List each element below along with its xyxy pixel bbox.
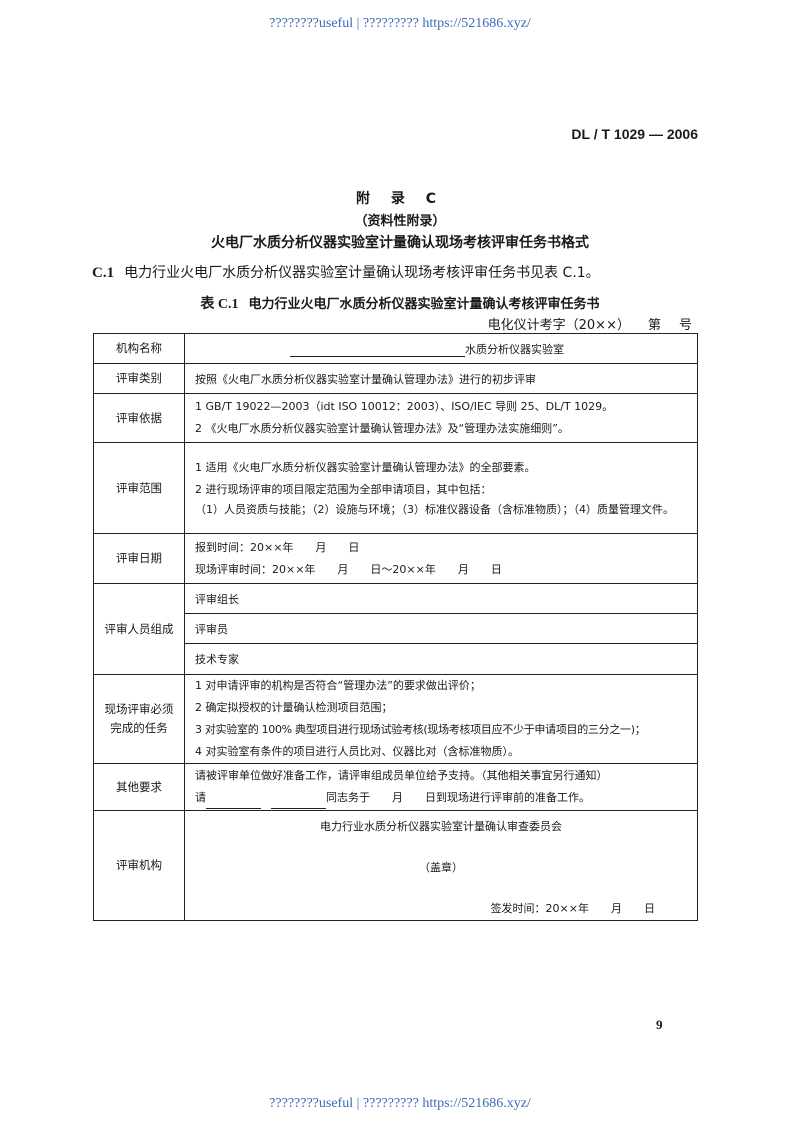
table-caption: 表 C.1 电力行业火电厂水质分析仪器实验室计量确认考核评审任务书: [0, 293, 800, 313]
clause-text: 电力行业火电厂水质分析仪器实验室计量确认现场考核评审任务书见表 C.1。: [124, 265, 600, 281]
row-label: 评审日期: [93, 533, 185, 584]
seal-placeholder: （盖章）: [419, 860, 463, 874]
reviewer-cell: 评审员: [184, 613, 698, 644]
standard-code: DL / T 1029 — 2006: [571, 126, 698, 142]
list-item: 3 对实验室的 100% 典型项目进行现场试验考核(现场考核项目应不少于申请项目…: [195, 723, 646, 736]
row-label: 评审类别: [93, 363, 185, 394]
line2-middle: 同志务于 月 日到现场进行评审前的准备工作。: [326, 791, 590, 804]
table-row-review-team: 评审人员组成 评审组长: [93, 583, 698, 675]
other-requirements-line-1: 请被评审单位做好准备工作，请评审组成员单位给予支持。（其他相关事宜另行通知）: [195, 769, 608, 782]
clause-number: C.1: [92, 265, 115, 281]
watermark-top: ????????useful | ????????? https://52168…: [269, 16, 531, 31]
institution-name-blank: [290, 342, 465, 357]
list-item: 1 适用《火电厂水质分析仪器实验室计量确认管理办法》的全部要素。: [195, 461, 536, 474]
table-row-institution-name: 机构名称 水质分析仪器实验室: [93, 333, 698, 364]
tech-expert-cell: 技术专家: [184, 643, 698, 675]
table-caption-number: 表 C.1: [200, 297, 239, 312]
doc-number-hao: 号: [678, 318, 692, 333]
list-item: 2 确定拟授权的计量确认检测项目范围；: [195, 701, 393, 714]
clause-c1: C.1 电力行业火电厂水质分析仪器实验室计量确认现场考核评审任务书见表 C.1。: [92, 262, 600, 282]
table-row-other-requirements: 其他要求 请被评审单位做好准备工作，请评审组成员单位给予支持。（其他相关事宜另行…: [93, 763, 698, 811]
list-item: （1）人员资质与技能；（2）设施与环境；（3）标准仪器设备（含标准物质）；（4）…: [195, 503, 674, 516]
table-row-review-body: 评审机构 电力行业水质分析仪器实验室计量确认审查委员会 （盖章） 签发时间：20…: [93, 810, 698, 921]
row-label: 评审依据: [93, 393, 185, 443]
table-row-review-basis: 评审依据 1 GB/T 19022—2003（idt ISO 10012：200…: [93, 393, 698, 443]
table-caption-text: 电力行业火电厂水质分析仪器实验室计量确认考核评审任务书: [248, 297, 600, 312]
row-label: 评审范围: [93, 442, 185, 534]
row-label: 其他要求: [93, 763, 185, 811]
review-body-cell: 电力行业水质分析仪器实验室计量确认审查委员会 （盖章） 签发时间：20××年 月…: [184, 810, 698, 921]
row-label: 机构名称: [93, 333, 185, 364]
appendix-heading: 火电厂水质分析仪器实验室计量确认现场考核评审任务书格式: [211, 235, 589, 251]
other-requirements-line-2: 请 同志务于 月 日到现场进行评审前的准备工作。: [195, 787, 687, 809]
list-item: 1 GB/T 19022—2003（idt ISO 10012：2003）、IS…: [195, 400, 614, 413]
watermark-bottom: ????????useful | ????????? https://52168…: [269, 1096, 531, 1111]
list-item: 2 进行现场评审的项目限定范围为全部申请项目，其中包括：: [195, 483, 492, 496]
appendix-subtitle: （资料性附录）: [354, 214, 446, 229]
doc-number-di: 第: [647, 318, 661, 333]
page-number: 9: [656, 1017, 663, 1032]
onsite-tasks-label-2: 完成的任务: [110, 721, 168, 735]
onsite-review-time: 现场评审时间：20××年 月 日～20××年 月 日: [195, 562, 502, 576]
line2-prefix: 请: [195, 791, 206, 804]
review-type-cell: 按照《火电厂水质分析仪器实验室计量确认管理办法》进行的初步评审: [184, 363, 698, 394]
institution-name-cell: 水质分析仪器实验室: [184, 333, 698, 364]
table-row-review-date: 评审日期 报到时间：20××年 月 日 现场评审时间：20××年 月 日～20×…: [93, 533, 698, 584]
onsite-tasks-label-1: 现场评审必须: [104, 702, 174, 716]
appendix-title: 附 录 C: [355, 191, 445, 207]
other-requirements-cell: 请被评审单位做好准备工作，请评审组成员单位给予支持。（其他相关事宜另行通知） 请…: [184, 763, 698, 811]
table-row-review-scope: 评审范围 1 适用《火电厂水质分析仪器实验室计量确认管理办法》的全部要素。 2 …: [93, 442, 698, 534]
review-task-table: 机构名称 水质分析仪器实验室 评审类别 按照《火电厂水质分析仪器实验室计量确认管…: [93, 333, 698, 921]
review-org-name: 电力行业水质分析仪器实验室计量确认审查委员会: [320, 819, 562, 833]
table-row-review-type: 评审类别 按照《火电厂水质分析仪器实验室计量确认管理办法》进行的初步评审: [93, 363, 698, 394]
unit-blank: [206, 794, 261, 809]
team-leader-cell: 评审组长: [184, 583, 698, 614]
list-item: 4 对实验室有条件的项目进行人员比对、仪器比对（含标准物质）。: [195, 745, 519, 758]
list-item: 2 《火电厂水质分析仪器实验室计量确认管理办法》及“管理办法实施细则”。: [195, 422, 569, 435]
document-number: 电化仪计考字（20××） 第 号: [488, 314, 692, 333]
list-item: 1 对申请评审的机构是否符合“管理办法”的要求做出评价；: [195, 679, 481, 692]
onsite-tasks-cell: 1 对申请评审的机构是否符合“管理办法”的要求做出评价； 2 确定拟授权的计量确…: [184, 674, 698, 764]
review-date-cell: 报到时间：20××年 月 日 现场评审时间：20××年 月 日～20××年 月 …: [184, 533, 698, 584]
issue-date: 签发时间：20××年 月 日: [490, 901, 655, 915]
row-label: 现场评审必须 完成的任务: [93, 674, 185, 764]
doc-number-prefix: 电化仪计考字（20××）: [487, 318, 630, 333]
row-label: 评审机构: [93, 810, 185, 921]
table-row-tech-expert: 技术专家: [94, 643, 698, 675]
table-row-onsite-tasks: 现场评审必须 完成的任务 1 对申请评审的机构是否符合“管理办法”的要求做出评价…: [93, 674, 698, 764]
row-label: 评审人员组成: [93, 583, 185, 675]
institution-name-suffix: 水质分析仪器实验室: [465, 342, 564, 356]
check-in-time: 报到时间：20××年 月 日: [195, 540, 360, 554]
review-basis-cell: 1 GB/T 19022—2003（idt ISO 10012：2003）、IS…: [184, 393, 698, 443]
review-scope-cell: 1 适用《火电厂水质分析仪器实验室计量确认管理办法》的全部要素。 2 进行现场评…: [184, 442, 698, 534]
table-row-reviewer: 评审员: [94, 613, 698, 644]
person-blank: [271, 794, 326, 809]
